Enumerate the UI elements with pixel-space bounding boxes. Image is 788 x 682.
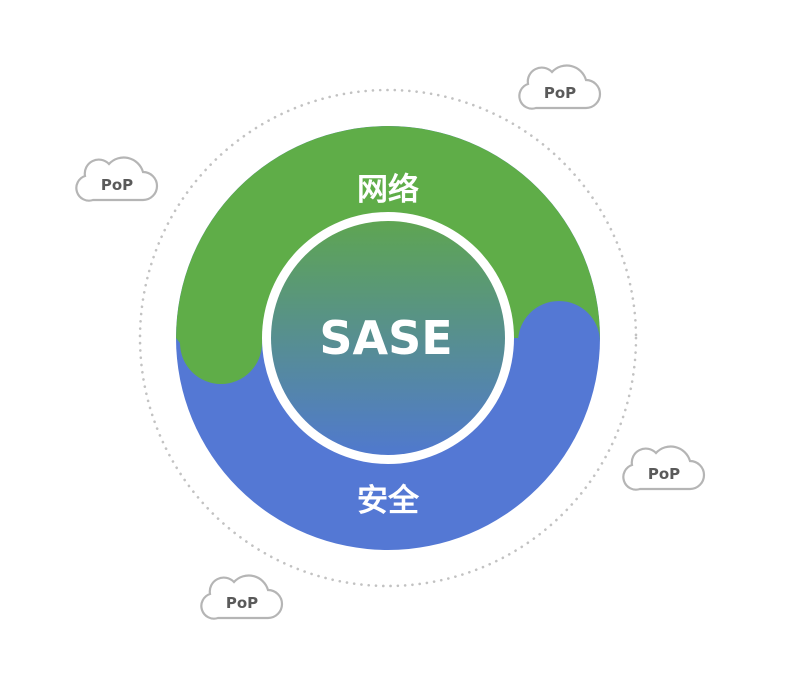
dotted-orbit-ring (138, 88, 638, 588)
pop-cloud-top-left: PoP (75, 156, 159, 202)
sase-core (271, 221, 505, 455)
network-label: 网络 (357, 172, 419, 208)
pop-cloud-top-right: PoP (518, 64, 602, 110)
pop-label: PoP (101, 176, 133, 194)
pop-label: PoP (226, 594, 258, 612)
pop-label: PoP (544, 84, 576, 102)
security-label: 安全 (357, 483, 420, 519)
sase-label: SASE (319, 311, 452, 365)
pop-label: PoP (648, 465, 680, 483)
pop-cloud-bottom-right: PoP (622, 445, 706, 491)
pop-cloud-bottom-left: PoP (200, 574, 284, 620)
